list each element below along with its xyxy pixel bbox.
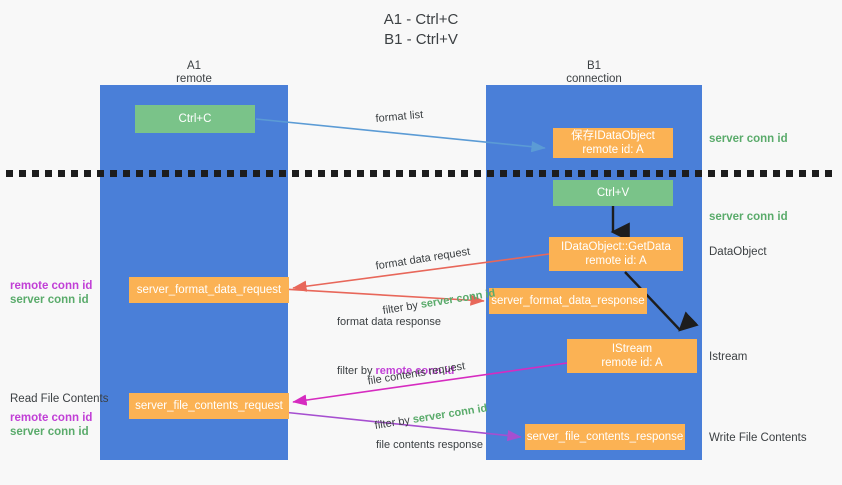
box-save-idataobject[interactable]: 保存IDataObject remote id: A [553, 128, 673, 158]
edge-file-contents-request-title: file contents request [366, 360, 466, 388]
column-header-a1: A1 remote [104, 60, 284, 86]
box-istream[interactable]: IStream remote id: A [567, 339, 697, 373]
edge-label-format-data-response: format data response filter by remote co… [337, 285, 454, 409]
box-getdata-line1: IDataObject::GetData [561, 241, 671, 253]
box-save-idataobject-line1: 保存IDataObject [571, 130, 655, 142]
column-b1-name: B1 [586, 60, 602, 72]
label-istream: Istream [709, 351, 748, 363]
box-server-format-data-response-label: server_format_data_response [491, 295, 645, 307]
column-a1-sub: remote [176, 73, 212, 85]
edge-format-data-response-title: format data response [337, 316, 441, 328]
box-server-file-contents-request[interactable]: server_file_contents_request [129, 393, 289, 419]
box-idataobject-getdata[interactable]: IDataObject::GetData remote id: A [549, 237, 683, 271]
label-format-server-conn-id: server conn id [10, 294, 89, 306]
title-line-2: B1 - Ctrl+V [384, 31, 458, 48]
label-server-conn-id-mid: server conn id [709, 211, 788, 223]
title-line-1: A1 - Ctrl+C [383, 11, 459, 28]
edge-label-format-list: format list [375, 108, 424, 125]
box-server-format-data-request[interactable]: server_format_data_request [129, 277, 289, 303]
edge-format-data-response-filter: filter by remote conn id [337, 364, 454, 379]
box-server-file-contents-response-label: server_file_contents_response [526, 431, 684, 443]
box-server-file-contents-response[interactable]: server_file_contents_response [525, 424, 685, 450]
filter-prefix-2: filter by [337, 365, 376, 377]
column-b1-sub: connection [566, 73, 622, 85]
label-file-server-conn-id: server conn id [10, 426, 89, 438]
label-dataobject: DataObject [709, 246, 767, 258]
edge-format-data-request-title: format data request [374, 245, 471, 273]
box-ctrl-c-line1: Ctrl+C [178, 113, 212, 125]
label-read-file-contents: Read File Contents [10, 393, 109, 405]
box-ctrl-c[interactable]: Ctrl+C [135, 105, 255, 133]
box-istream-line2: remote id: A [601, 357, 663, 369]
column-header-b1: B1 connection [504, 60, 684, 86]
diagram-title: A1 - Ctrl+C B1 - Ctrl+V [0, 10, 842, 50]
box-server-format-data-request-label: server_format_data_request [136, 284, 282, 296]
box-save-idataobject-line2: remote id: A [582, 144, 644, 156]
filter-value-2: remote conn id [375, 365, 455, 377]
box-server-format-data-response[interactable]: server_format_data_response [489, 288, 647, 314]
label-format-remote-conn-id: remote conn id [10, 280, 93, 292]
box-getdata-line2: remote id: A [585, 255, 647, 267]
box-ctrl-v-line1: Ctrl+V [596, 187, 630, 199]
box-server-file-contents-request-label: server_file_contents_request [135, 400, 283, 412]
box-istream-line1: IStream [611, 343, 653, 355]
label-server-conn-id-top: server conn id [709, 133, 788, 145]
label-file-remote-conn-id: remote conn id [10, 412, 93, 424]
phase-divider [6, 170, 836, 177]
edge-label-file-contents-response: file contents response filter by remote … [376, 408, 483, 485]
box-ctrl-v[interactable]: Ctrl+V [553, 180, 673, 206]
edge-file-contents-response-title: file contents response [376, 439, 484, 451]
column-a1-name: A1 [186, 60, 202, 72]
label-write-file-contents: Write File Contents [709, 432, 807, 444]
